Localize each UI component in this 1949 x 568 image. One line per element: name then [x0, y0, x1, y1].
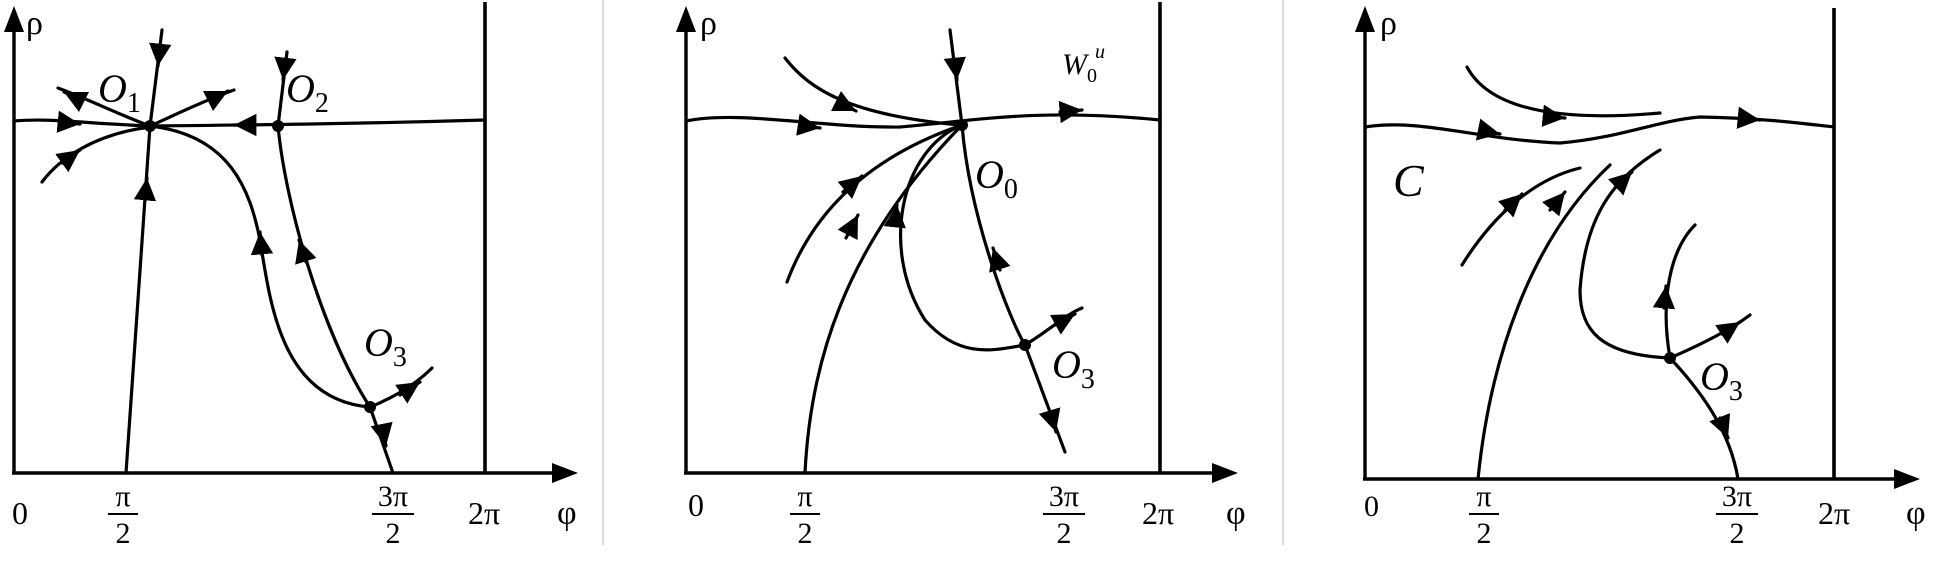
- separatrix-o2-o3: [276, 50, 395, 475]
- panel-3: ρ φ 0 π 2 3π 2 2π C O3: [1355, 5, 1926, 550]
- unstable-branch-o3: [1668, 313, 1752, 360]
- flow-arrow-icon: [149, 42, 172, 68]
- trajectory: [783, 56, 962, 127]
- x-axis-label: φ: [557, 495, 577, 532]
- tick-3pi-half-num: 3π: [1049, 480, 1079, 513]
- flow-arrow-icon: [1652, 284, 1676, 310]
- y-axis-label: ρ: [700, 5, 717, 42]
- tick-0: 0: [1364, 490, 1379, 523]
- equilibrium-o2: [272, 120, 284, 132]
- trajectory: [785, 123, 964, 284]
- curve-c: [1363, 115, 1836, 145]
- tick-pi-half-num: π: [115, 480, 130, 513]
- tick-0: 0: [12, 495, 28, 531]
- x-axis-arrow-icon: [552, 463, 578, 483]
- tick-0: 0: [688, 487, 704, 523]
- separatrix-o3-down: [1668, 356, 1740, 481]
- tick-3pi-half-num: 3π: [378, 480, 408, 513]
- flow-arrow-icon: [1709, 413, 1731, 440]
- flow-arrow-icon: [1542, 190, 1567, 217]
- panel-2: ρ φ 0 π 2 3π 2 2π W0u O0 O3: [676, 2, 1246, 550]
- tick-2pi: 2π: [1818, 495, 1850, 531]
- flow-arrow-icon: [1608, 170, 1634, 196]
- flow-arrow-icon: [274, 56, 297, 82]
- y-axis-label: ρ: [26, 5, 43, 42]
- flow-arrow-icon: [202, 89, 230, 112]
- tick-2pi: 2π: [468, 495, 500, 531]
- flow-arrow-icon: [830, 90, 858, 113]
- tick-3pi-half-den: 2: [386, 517, 401, 550]
- point-label-o0: O0: [975, 152, 1018, 205]
- x-axis-label: φ: [1906, 495, 1926, 532]
- equilibrium-o1: [144, 120, 156, 132]
- flow-arrow-icon: [989, 246, 1011, 273]
- flow-arrow-icon: [370, 421, 393, 448]
- tick-pi-half-den: 2: [798, 517, 813, 550]
- flow-arrow-icon: [1541, 104, 1567, 127]
- x-axis-label: φ: [1226, 495, 1246, 532]
- flow-arrow-icon: [1498, 192, 1524, 218]
- curve-label-c: C: [1393, 155, 1425, 206]
- y-axis-arrow-icon: [4, 6, 24, 32]
- point-label-o2: O2: [286, 66, 329, 119]
- tick-pi-half-num: π: [1476, 480, 1491, 513]
- point-label-o1: O1: [98, 66, 141, 119]
- tick-pi-half-den: 2: [1477, 517, 1492, 550]
- trajectory: [803, 123, 964, 475]
- flow-arrow-icon: [796, 113, 822, 136]
- point-label-o3: O3: [1052, 342, 1095, 395]
- equilibrium-o0: [956, 119, 968, 131]
- point-label-o3: O3: [364, 320, 407, 373]
- trajectory: [1476, 163, 1612, 481]
- flow-arrow-icon: [62, 90, 90, 113]
- y-axis-arrow-icon: [1355, 6, 1375, 32]
- flow-arrow-icon: [1038, 407, 1061, 434]
- flow-arrow-icon: [837, 213, 860, 241]
- x-axis-arrow-icon: [1212, 463, 1238, 483]
- trajectory: [40, 125, 152, 184]
- manifold-label-w0u: W0u: [1062, 41, 1105, 87]
- tick-3pi-half-den: 2: [1057, 517, 1072, 550]
- flow-arrow-icon: [1715, 320, 1742, 344]
- flow-arrow-icon: [1058, 100, 1084, 124]
- flow-arrow-icon: [1475, 118, 1502, 141]
- flow-arrow-icon: [1049, 312, 1077, 335]
- flow-arrow-icon: [250, 230, 274, 257]
- panel-1: ρ φ 0 π 2 3π 2 2π O1 O2: [4, 2, 578, 550]
- unstable-branch-o3: [368, 366, 434, 409]
- tick-pi-half-den: 2: [116, 517, 131, 550]
- tick-2pi: 2π: [1142, 495, 1174, 531]
- point-label-o3: O3: [1700, 354, 1743, 407]
- flow-arrow-icon: [56, 110, 82, 133]
- tick-pi-half-num: π: [797, 480, 812, 513]
- tick-3pi-half-den: 2: [1730, 517, 1745, 550]
- trajectory: [1465, 65, 1662, 118]
- flow-arrow-icon: [295, 238, 317, 265]
- flow-arrow-icon: [943, 56, 966, 82]
- equilibrium-o3: [1664, 352, 1676, 364]
- trajectory: [56, 86, 236, 128]
- flow-arrow-icon: [883, 203, 906, 229]
- x-axis-arrow-icon: [1894, 469, 1920, 489]
- flow-arrow-icon: [1736, 106, 1762, 129]
- flow-arrow-icon: [395, 380, 422, 404]
- separatrix-o1-o3: [148, 124, 372, 409]
- flow-arrow-icon: [133, 176, 157, 202]
- equilibrium-o3: [1019, 339, 1031, 351]
- y-axis-arrow-icon: [676, 6, 696, 32]
- separatrix-o0-loop: [898, 123, 1027, 352]
- y-axis-label: ρ: [1380, 5, 1397, 42]
- flow-arrow-icon: [837, 174, 864, 199]
- equilibrium-o3: [364, 401, 376, 413]
- separatrix-o0-o3: [948, 28, 1067, 454]
- tick-3pi-half-num: 3π: [1722, 480, 1752, 513]
- separatrix-o3: [1664, 223, 1697, 360]
- flow-arrow-icon: [55, 148, 82, 173]
- trajectory: [1460, 166, 1582, 267]
